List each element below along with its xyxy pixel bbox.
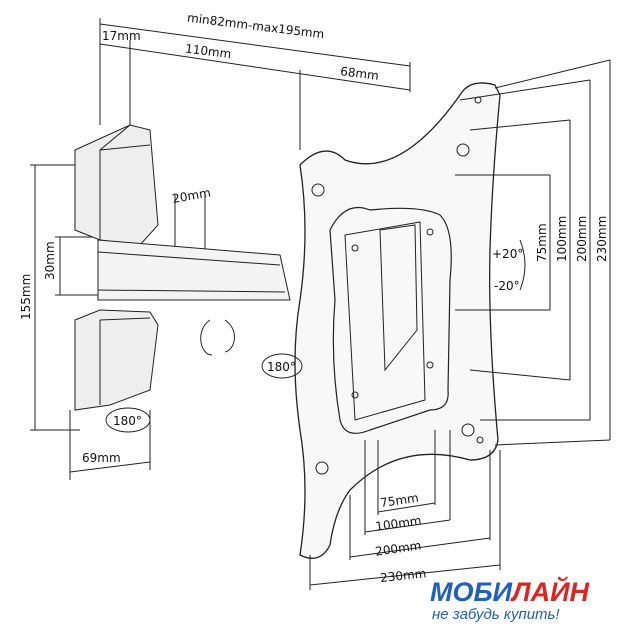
label-plate-depth: 68mm [340, 64, 380, 83]
label-swivel-wall: 180° [113, 414, 142, 428]
logo-name-blue: МОБИ [430, 577, 513, 607]
dim-line-depth-range [99, 23, 411, 67]
label-vesa-v-230: 230mm [595, 216, 609, 262]
label-vesa-h-100: 100mm [374, 513, 422, 533]
label-wall-plate-width: 69mm [82, 451, 121, 465]
label-tilt-down: -20° [494, 279, 520, 293]
label-vesa-v-100: 100mm [555, 216, 569, 262]
label-vesa-v-75: 75mm [535, 223, 549, 262]
label-arm-length: 110mm [184, 42, 232, 62]
label-depth-range: min82mm-max195mm [186, 11, 325, 42]
label-wall-plate-depth: 17mm [102, 29, 141, 43]
mobilain-logo: МОБИЛАЙН не забудь купить! [430, 578, 620, 624]
label-vesa-h-200: 200mm [374, 538, 422, 558]
wall-bracket-lower [74, 309, 159, 411]
label-vesa-v-200: 200mm [575, 216, 589, 262]
label-vesa-h-75: 75mm [379, 491, 419, 510]
logo-tagline: не забудь купить! [432, 606, 560, 623]
logo-name-red: ЛАЙН [512, 577, 589, 607]
label-vesa-h-230: 230mm [379, 566, 427, 585]
tv-plate [294, 82, 501, 559]
wall-bracket-upper [74, 124, 159, 246]
dim-line-arm [99, 43, 411, 91]
label-tilt-up: +20° [492, 247, 523, 261]
label-wall-plate-height: 155mm [19, 274, 33, 320]
label-swivel-arm: 180° [267, 360, 296, 374]
label-arm-height: 30mm [43, 241, 57, 280]
label-arm-width: 20mm [171, 186, 212, 206]
